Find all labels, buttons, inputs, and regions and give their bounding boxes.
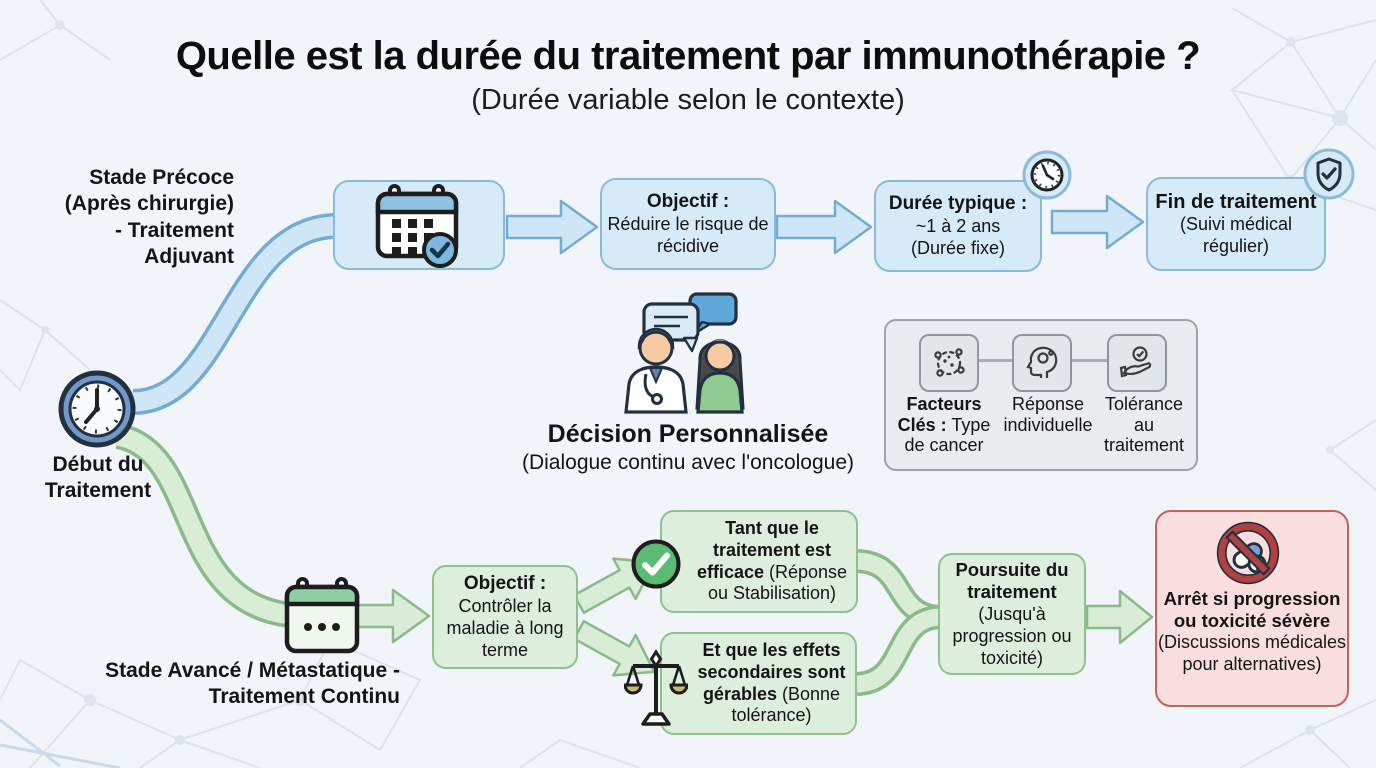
decision-title: Décision Personnalisée	[547, 420, 829, 448]
merge-band-top	[854, 549, 943, 629]
condition-box-tolerance: Et que les effets secondaires sont gérab…	[660, 632, 857, 735]
start-label: Début du Traitement	[44, 453, 152, 503]
page-title: Quelle est la durée du traitement par im…	[175, 34, 1201, 78]
step-box-continuation: Poursuite du traitement (Jusqu'à progres…	[938, 553, 1086, 675]
factor-label-tolerance: Tolérance au traitement	[1103, 394, 1185, 456]
head-gears-icon	[1026, 346, 1058, 378]
arrow-objective-to-duration	[775, 199, 873, 255]
efficacy-text: Tant que le traitement est efficace (Rép…	[696, 517, 848, 604]
factor-connector-2	[1068, 359, 1108, 362]
stop-note: (Discussions médicales pour alternatives…	[1157, 632, 1347, 675]
step-box-objective-advanced: Objectif : Contrôler la maladie à long t…	[432, 565, 578, 669]
check-circle-icon	[631, 539, 681, 589]
no-pills-icon	[1216, 521, 1280, 585]
merge-band-bottom	[854, 605, 944, 696]
factor-tile-tolerance	[1107, 334, 1167, 392]
arrow-calendar-to-objective	[505, 199, 599, 255]
end-note: (Suivi médical régulier)	[1179, 214, 1293, 257]
green-objective-body: Contrôler la maladie à long terme	[446, 595, 564, 660]
arrow-continuation-to-stop	[1085, 589, 1154, 645]
objective-body: Réduire le risque de récidive	[607, 213, 769, 256]
tolerance-text: Et que les effets secondaires sont gérab…	[697, 639, 846, 726]
continuation-note: (Jusqu'à progression ou toxicité)	[952, 603, 1072, 668]
duration-note: (Durée fixe)	[910, 237, 1006, 258]
green-objective-heading: Objectif :	[463, 573, 547, 595]
stop-bold: Arrêt si progression ou toxicité sévère	[1163, 588, 1341, 632]
factor-label-individual-response: Réponse individuelle	[1003, 394, 1093, 435]
doctor-patient-chat-icon	[624, 292, 745, 414]
calendar-ongoing-icon	[284, 577, 360, 654]
duration-heading: Durée typique :	[888, 193, 1028, 215]
factor-tile-individual-response	[1012, 334, 1072, 392]
step-box-objective-adjuvant: Objectif : Réduire le risque de récidive	[600, 178, 776, 270]
decision-subtitle: (Dialogue continu avec l'oncologue)	[521, 451, 855, 474]
objective-heading: Objectif :	[646, 191, 730, 213]
shield-check-icon	[1303, 148, 1355, 200]
step-box-duration: Durée typique : ~1 à 2 ans (Durée fixe)	[874, 180, 1042, 272]
factor-label-cancer-type: Facteurs Clés : Type de cancer	[897, 394, 991, 456]
calendar-check-icon	[375, 184, 459, 268]
cancer-cell-icon	[934, 348, 965, 377]
balance-scale-icon	[624, 649, 688, 726]
step-box-end-of-treatment: Fin de traitement (Suivi médical régulie…	[1146, 177, 1326, 271]
clock-badge-icon	[1022, 150, 1072, 200]
condition-box-efficacy: Tant que le traitement est efficace (Rép…	[660, 510, 858, 613]
branch-label-adjuvant: Stade Précoce (Après chirurgie) - Traite…	[64, 166, 234, 269]
factor-connector-1	[975, 359, 1013, 362]
hand-check-icon	[1119, 346, 1152, 378]
arrow-duration-to-end	[1050, 194, 1145, 250]
end-heading: Fin de traitement	[1155, 190, 1317, 213]
continuation-bold: Poursuite du traitement	[955, 558, 1069, 603]
page-subtitle: (Durée variable selon le contexte)	[471, 84, 905, 116]
clock-icon	[58, 370, 136, 448]
factor-tile-cancer-type	[919, 334, 979, 392]
branch-label-advanced: Stade Avancé / Métastatique - Traitement…	[105, 659, 400, 709]
duration-value: ~1 à 2 ans	[915, 215, 1001, 236]
